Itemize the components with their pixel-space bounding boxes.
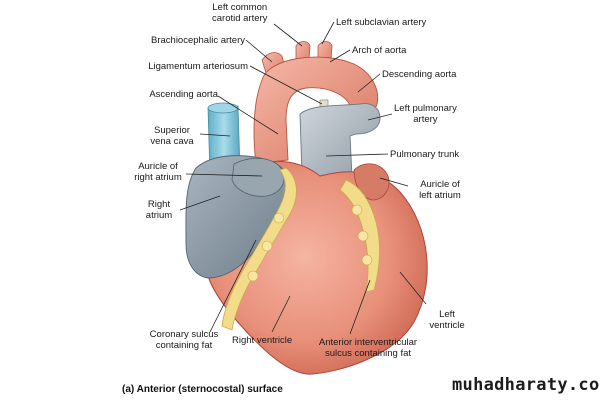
label-left-pulmonary-line2: artery: [413, 114, 438, 125]
label-auricle-right: Auricle of right atrium: [128, 161, 188, 183]
right-auricle-shape: [231, 157, 285, 197]
label-superior-vena-cava: Superior vena cava: [142, 125, 202, 147]
watermark: muhadharaty.com: [452, 375, 600, 395]
label-right-atrium-line2: atrium: [145, 210, 173, 221]
label-left-pulmonary-line1: Left pulmonary: [394, 103, 457, 114]
label-svc-line2: vena cava: [150, 136, 194, 147]
label-right-atrium: Right atrium: [138, 199, 180, 221]
label-auricle-left-line1: Auricle of: [420, 179, 460, 190]
label-anterior-interventricular: Anterior interventricular sulcus contain…: [306, 337, 430, 359]
label-left-common-carotid-line2: carotid artery: [212, 13, 268, 24]
label-left-pulmonary: Left pulmonary artery: [394, 103, 457, 125]
label-auricle-left-line2: left atrium: [419, 190, 461, 201]
label-coronary-sulcus-line2: containing fat: [155, 340, 213, 351]
label-auricle-left: Auricle of left atrium: [410, 179, 470, 201]
label-ascending-aorta: Ascending aorta: [149, 89, 218, 100]
label-left-common-carotid-line1: Left common: [212, 2, 268, 13]
label-coronary-sulcus-line1: Coronary sulcus: [149, 329, 219, 340]
label-right-atrium-line1: Right: [147, 199, 171, 210]
label-left-ventricle-line1: Left: [439, 309, 455, 320]
label-svc-line1: Superior: [154, 125, 190, 136]
leader-lines: [179, 21, 427, 335]
label-brachiocephalic: Brachiocephalic artery: [151, 35, 245, 46]
label-left-ventricle: Left ventricle: [424, 309, 470, 331]
label-pulmonary-trunk: Pulmonary trunk: [390, 149, 460, 160]
aorta-shape: [253, 56, 379, 165]
label-left-ventricle-line2: ventricle: [429, 320, 465, 331]
label-ligamentum: Ligamentum arteriosum: [148, 61, 248, 72]
label-arch-of-aorta: Arch of aorta: [352, 45, 407, 56]
superior-vena-cava-opening: [207, 102, 239, 114]
label-left-subclavian: Left subclavian artery: [336, 17, 427, 28]
label-coronary-sulcus: Coronary sulcus containing fat: [138, 329, 230, 351]
coronary-sulcus-fat: [221, 167, 297, 331]
label-auricle-right-line2: right atrium: [134, 172, 182, 183]
label-right-ventricle: Right ventricle: [232, 335, 293, 346]
label-anterior-interventricular-line1: Anterior interventricular: [318, 337, 418, 348]
fat-lobules: [247, 204, 373, 282]
label-descending-aorta: Descending aorta: [382, 69, 457, 80]
label-anterior-interventricular-line2: sulcus containing fat: [324, 348, 412, 359]
figure-caption: (a) Anterior (sternocostal) surface: [122, 384, 283, 395]
label-left-common-carotid: Left common carotid artery: [212, 2, 267, 24]
label-auricle-right-line1: Auricle of: [138, 161, 178, 172]
